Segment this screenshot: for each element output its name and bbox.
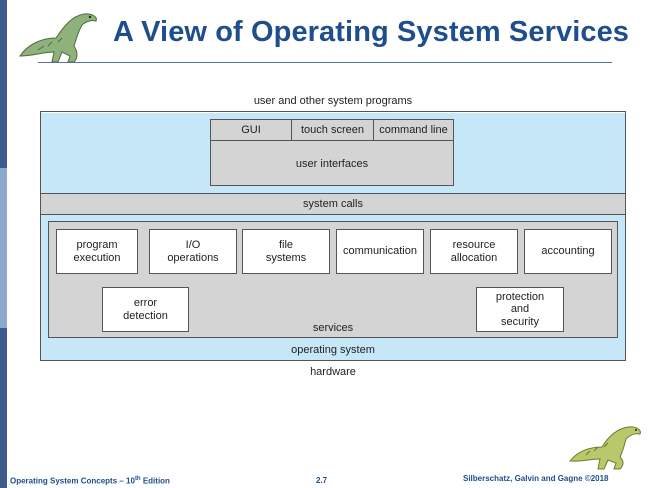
dinosaur-logo-icon <box>19 13 97 63</box>
system-calls-layer: system calls <box>41 194 625 215</box>
hardware-layer: hardware <box>40 360 626 383</box>
slide-title: A View of Operating System Services <box>113 16 630 48</box>
footer-page-number: 2.7 <box>316 476 328 485</box>
service-accounting: accounting <box>524 229 612 274</box>
dinosaur-footer-icon <box>569 426 641 470</box>
footer-book-title: Operating System Concepts – 10th Edition <box>10 476 170 486</box>
ui-option-touch-screen: touch screen <box>291 119 374 141</box>
service-communication: communication <box>336 229 424 274</box>
service-resource-allocation: resource allocation <box>430 229 518 274</box>
ui-option-command-line: command line <box>373 119 454 141</box>
title-divider <box>38 62 612 63</box>
ui-option-gui: GUI <box>210 119 292 141</box>
service-protection-security: protection and security <box>476 287 564 332</box>
services-label: services <box>312 322 354 334</box>
service-file-systems: file systems <box>242 229 330 274</box>
user-interfaces-label: user interfaces <box>295 158 369 170</box>
operating-system-label: operating system <box>291 344 375 356</box>
left-accent-highlight <box>0 168 7 328</box>
user-programs-layer: user and other system programs <box>40 91 626 112</box>
footer-authors: Silberschatz, Galvin and Gagne ©2018 <box>463 474 609 483</box>
service-program-execution: program execution <box>56 229 138 274</box>
service-io-operations: I/O operations <box>149 229 237 274</box>
os-services-diagram: user and other system programs GUI touch… <box>40 91 626 383</box>
footer-book-title-sup: th <box>134 476 141 482</box>
service-error-detection: error detection <box>102 287 189 332</box>
left-accent-bar <box>0 0 7 488</box>
footer-book-title-text: Operating System Concepts – 10 <box>10 476 135 486</box>
footer-book-title-suffix: Edition <box>140 476 170 486</box>
